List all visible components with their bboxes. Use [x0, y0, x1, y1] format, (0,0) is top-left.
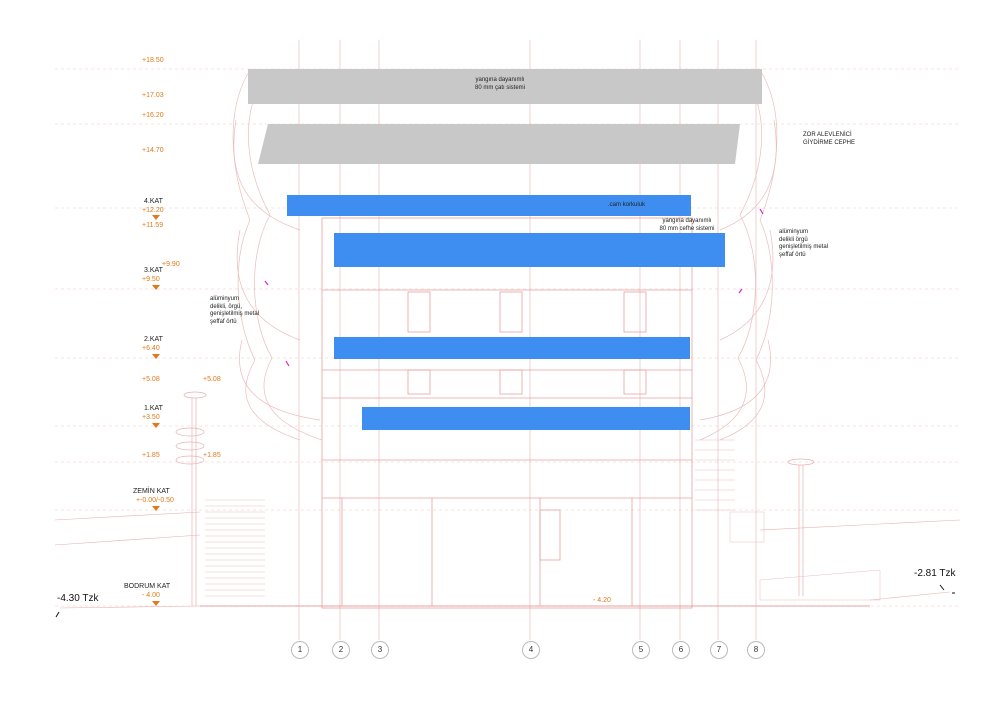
terrain-left-label: -4.30 Tzk: [57, 593, 99, 604]
level-label: +17.03: [142, 92, 164, 99]
roof-note: yangına dayanımlı 80 mm çatı sistemi: [474, 77, 525, 91]
axis-bubble-2: 2: [332, 641, 350, 659]
level-label: +11.59: [142, 222, 164, 229]
base-level-label: - 4.20: [593, 597, 611, 604]
leader-markers: [264, 208, 764, 367]
floor-level-1: +3.50: [142, 414, 160, 421]
floor-name-bodrum: BODRUM KAT: [124, 583, 171, 590]
left-cladding: [232, 69, 323, 441]
floor-name-2: 2.KAT: [144, 336, 163, 343]
glass-panel-4: [287, 195, 691, 216]
facade-system-note: yangına dayanımlı 80 mm cefhe sistemi: [659, 218, 715, 232]
floor-level-3: +9.50: [142, 276, 160, 283]
level-label: +5.08: [142, 376, 160, 383]
level-label: +16.20: [142, 112, 164, 119]
level-marker-icon: [152, 601, 160, 606]
roof-band-lower: [258, 124, 740, 164]
floor-level-4: +12.20: [142, 207, 164, 214]
lamp-post-right: [787, 458, 815, 596]
axis-bubble-4: 4: [522, 641, 540, 659]
building-outline: [200, 217, 870, 609]
level-marker-icon: [152, 285, 160, 290]
glass-panel-2: [334, 337, 690, 359]
axis-bubble-3: 3: [371, 641, 389, 659]
glass-panel-3: [334, 233, 725, 267]
terrain: [54, 511, 961, 609]
glass-rail-note: .cam korkuluk: [608, 202, 646, 208]
floor-level-bodrum: - 4.00: [142, 592, 160, 599]
level-marker-icon: [152, 423, 160, 428]
terrain-markers: [55, 584, 955, 618]
lamp-post-left: [175, 391, 207, 606]
right-cladding: [699, 69, 778, 441]
exterior-stairs: [205, 439, 881, 601]
axis-bubble-6: 6: [672, 641, 690, 659]
floor-level-zemin: +-0.00/-0.50: [136, 497, 174, 504]
level-label: +1.85: [203, 452, 221, 459]
level-marker-icon: [152, 506, 160, 511]
glass-panel-1: [362, 407, 690, 430]
floor-name-1: 1.KAT: [144, 405, 163, 412]
floor-name-3: 3.KAT: [144, 267, 163, 274]
mesh-note-left: alüminyum delikli, örgü, genişletilmiş m…: [210, 296, 260, 325]
mesh-note-right: alüminyum delikli örgü genişletilmiş met…: [779, 229, 829, 258]
level-label: +18.50: [142, 57, 164, 64]
axis-bubble-8: 8: [747, 641, 765, 659]
floor-name-zemin: ZEMİN KAT: [133, 488, 170, 495]
level-marker-icon: [152, 215, 160, 220]
level-label: +5.08: [203, 376, 221, 383]
level-label: +1.85: [142, 452, 160, 459]
axis-bubble-5: 5: [632, 641, 650, 659]
roof-band-upper: [248, 69, 762, 104]
axis-bubble-7: 7: [710, 641, 728, 659]
floor-name-4: 4.KAT: [144, 198, 163, 205]
level-label: +9.90: [162, 261, 180, 268]
cladding-note: ZOR ALEVLENİCİ GİYDİRME CEPHE: [803, 132, 856, 146]
level-marker-icon: [152, 354, 160, 359]
level-label: +14.70: [142, 147, 164, 154]
terrain-right-label: -2.81 Tzk: [914, 568, 956, 579]
floor-level-2: +6.40: [142, 345, 160, 352]
axis-bubble-1: 1: [291, 641, 309, 659]
